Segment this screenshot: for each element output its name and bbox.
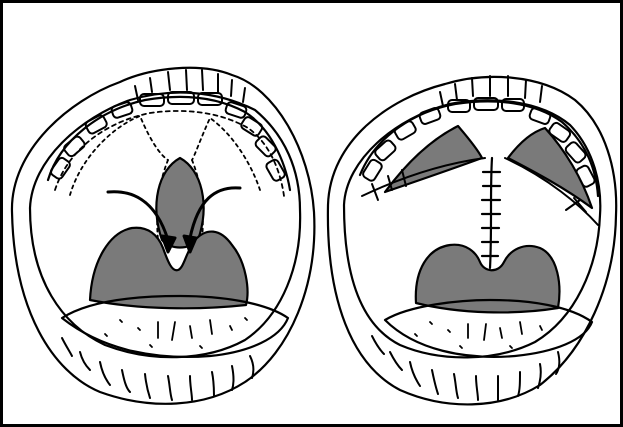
figure-frame bbox=[2, 2, 622, 426]
figure-svg bbox=[0, 0, 623, 427]
cleft-palate-repair-figure bbox=[0, 0, 623, 427]
